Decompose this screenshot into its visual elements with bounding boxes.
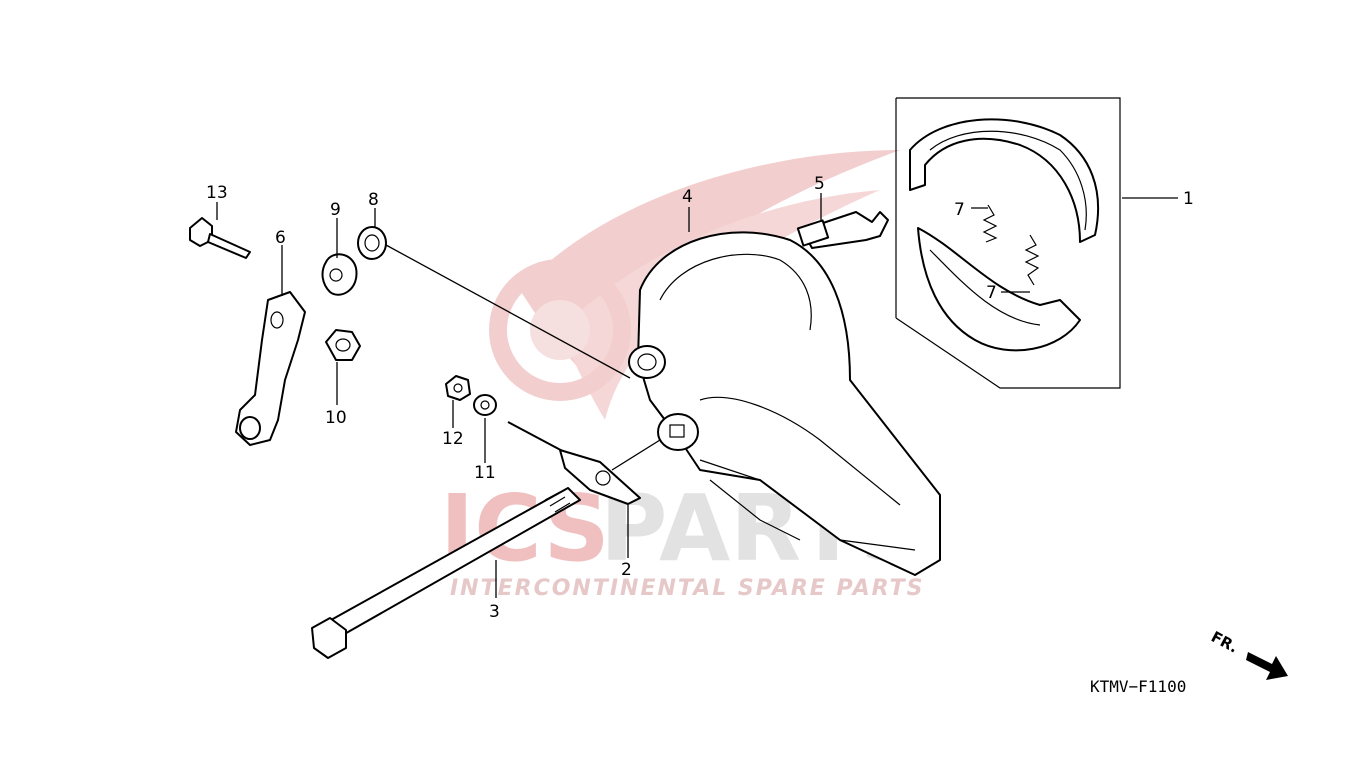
watermark-tagline: INTERCONTINENTAL SPARE PARTS <box>450 576 924 601</box>
callout-4: 4 <box>682 187 693 207</box>
callout-7a: 7 <box>954 200 965 220</box>
part-9-washer <box>321 253 358 296</box>
part-4-swing-arm <box>628 231 941 576</box>
leader-lines <box>216 193 1178 598</box>
diagram-code: KTMV−F1100 <box>1090 677 1186 696</box>
part-6-brake-arm <box>235 291 306 446</box>
part-10-nut <box>325 329 361 361</box>
callout-9: 9 <box>330 200 341 220</box>
part-8-oil-seal <box>357 226 387 260</box>
callout-7b: 7 <box>986 283 997 303</box>
callout-2: 2 <box>621 560 632 580</box>
front-direction-indicator: FR. <box>1208 628 1288 680</box>
part-13-bolt <box>189 217 251 259</box>
callout-5: 5 <box>814 174 825 194</box>
part-12-nut <box>445 375 471 401</box>
callouts: 1 2 3 4 5 6 7 7 8 9 10 11 12 13 <box>206 174 1194 622</box>
part-3-axle-bolt <box>311 487 581 659</box>
part-1-brake-shoe-set <box>895 97 1121 389</box>
callout-3: 3 <box>489 602 500 622</box>
callout-13: 13 <box>206 183 228 203</box>
callout-10: 10 <box>325 408 347 428</box>
part-2-stud-plate <box>507 421 641 505</box>
callout-12: 12 <box>442 429 464 449</box>
front-arrow-icon <box>1246 652 1288 680</box>
part-5-brake-cam <box>796 211 889 249</box>
callout-11: 11 <box>474 463 496 483</box>
part-11-washer <box>473 394 497 416</box>
fr-label: FR. <box>1208 628 1241 657</box>
callout-6: 6 <box>275 228 286 248</box>
callout-8: 8 <box>368 190 379 210</box>
callout-1: 1 <box>1183 189 1194 209</box>
